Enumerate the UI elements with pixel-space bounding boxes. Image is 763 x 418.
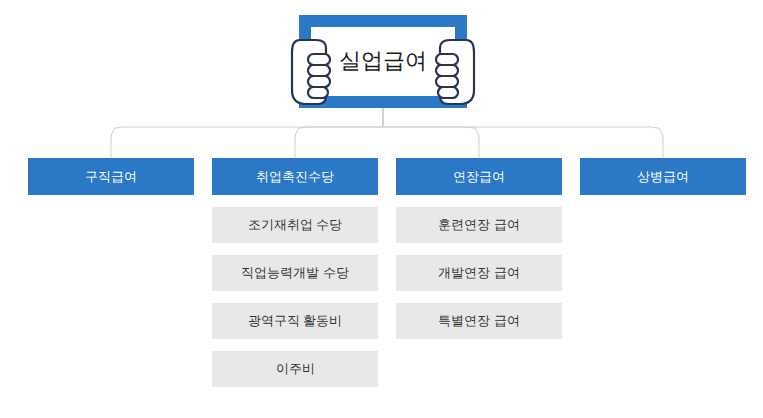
category-box: 구직급여 (28, 158, 194, 195)
box-label: 조기재취업 수당 (248, 217, 343, 233)
sub-item-box: 직업능력개발 수당 (212, 255, 378, 291)
box-label: 취업촉진수당 (256, 169, 334, 185)
box-label: 광역구직 활동비 (248, 313, 343, 329)
left-hand (292, 40, 330, 104)
title-text: 실업급여 (339, 48, 427, 74)
sub-item-box: 개발연장 급여 (396, 255, 562, 291)
box-label: 특별연장 급여 (438, 313, 520, 329)
box-label: 연장급여 (453, 169, 505, 185)
box-label: 개발연장 급여 (438, 265, 520, 281)
tree-connector (295, 108, 383, 158)
sub-item-box: 훈련연장 급여 (396, 207, 562, 243)
sign-frame (299, 15, 467, 108)
box-label: 훈련연장 급여 (438, 217, 520, 233)
category-box: 취업촉진수당 (212, 158, 378, 195)
box-label: 구직급여 (85, 169, 137, 185)
box-label: 직업능력개발 수당 (241, 265, 349, 281)
tree-connector (383, 108, 479, 158)
box-label: 이주비 (276, 361, 315, 377)
sign-face (311, 27, 455, 96)
box-label: 상병급여 (637, 169, 689, 185)
sub-item-box: 특별연장 급여 (396, 303, 562, 339)
sub-item-box: 이주비 (212, 351, 378, 387)
tree-connector (383, 108, 663, 158)
category-box: 상병급여 (580, 158, 746, 195)
category-box: 연장급여 (396, 158, 562, 195)
sub-item-box: 광역구직 활동비 (212, 303, 378, 339)
sign-title: 실업급여 (299, 15, 467, 108)
tree-connector (111, 108, 383, 158)
sub-item-box: 조기재취업 수당 (212, 207, 378, 243)
right-hand (436, 40, 474, 104)
